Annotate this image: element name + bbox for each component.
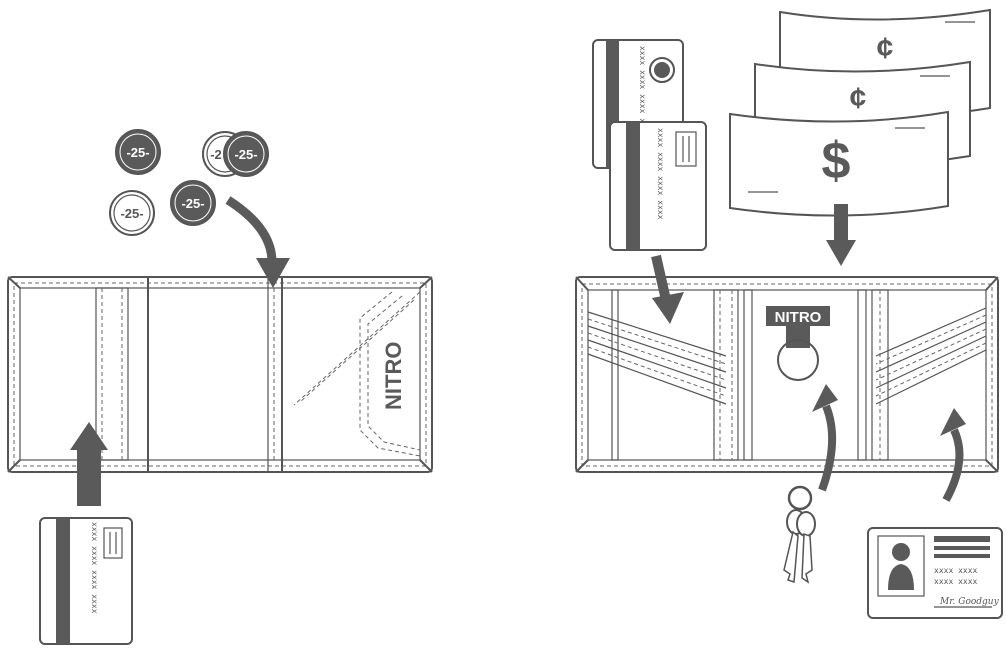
coin-label: -25-: [126, 145, 149, 160]
card-number-mark: xxxx xxxx xxxx xxxx: [638, 46, 647, 138]
id-card-row-mark: xxxx xxxx: [934, 577, 978, 586]
up-arrow-icon: [70, 422, 108, 506]
banknote-back-symbol: ¢: [877, 32, 894, 65]
id-card: xxxx xxxx xxxx xxxx Mr. Goodguy: [867, 527, 1003, 619]
curved-arrow-icon-id: [940, 408, 966, 502]
curved-arrow-icon: [225, 196, 290, 288]
coin-label: -25-: [120, 206, 143, 221]
coin: -25-: [109, 190, 155, 236]
credit-card-front: xxxx xxxx xxxx xxxx: [609, 121, 707, 251]
id-card-row-mark: xxxx xxxx: [934, 566, 978, 575]
coin: -25-: [223, 131, 269, 177]
coin-label: -2: [210, 147, 222, 162]
down-arrow-icon-card: [651, 254, 684, 324]
wallet-outer-view: NITRO: [7, 276, 433, 473]
keys-icon: [783, 485, 816, 584]
coins-group: -25- -2 -25- -25- -25-: [109, 129, 269, 236]
wallet-inner-view: NITRO: [575, 276, 999, 473]
banknote-front: $: [729, 110, 949, 217]
credit-card-left: xxxx xxxx xxxx xxxx: [39, 517, 133, 645]
id-card-signature: Mr. Goodguy: [939, 597, 1000, 607]
coin: -25-: [170, 180, 216, 226]
banknote-middle-symbol: ¢: [850, 82, 867, 115]
card-number-mark: xxxx xxxx xxxx xxxx: [90, 522, 99, 614]
key-ring: [777, 339, 819, 381]
coin: -25-: [115, 129, 161, 175]
coin-label: -25-: [234, 147, 257, 162]
coin-label: -25-: [181, 196, 204, 211]
curved-arrow-icon-keys: [812, 384, 838, 492]
brand-logo-vertical: NITRO: [381, 342, 406, 410]
down-arrow-icon-cash: [826, 204, 856, 266]
brand-logo-tab: NITRO: [775, 309, 822, 326]
banknote-front-symbol: $: [822, 132, 851, 190]
card-number-mark: xxxx xxxx xxxx xxxx: [656, 128, 665, 220]
